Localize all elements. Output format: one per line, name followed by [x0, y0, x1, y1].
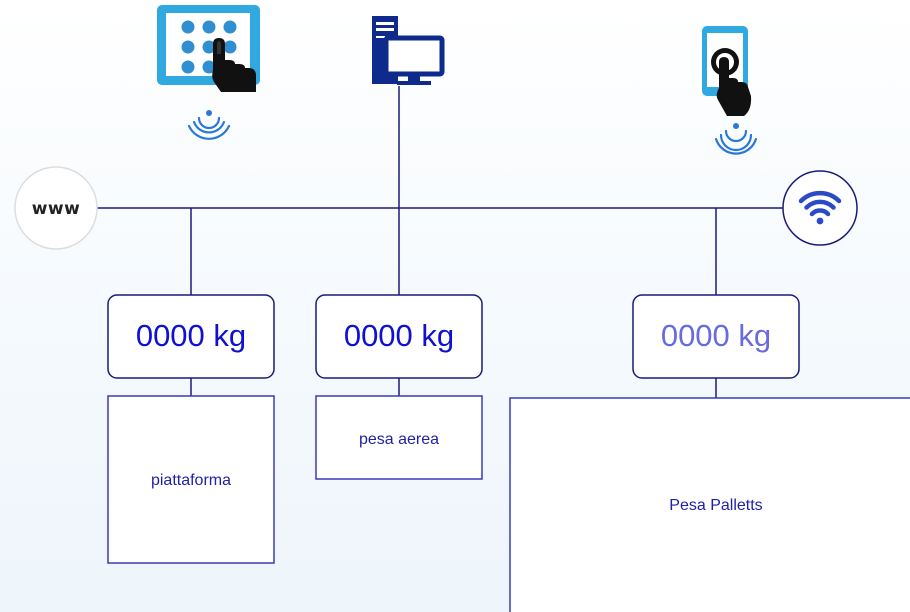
- station-pesa-aerea[interactable]: pesa aerea: [315, 395, 483, 480]
- internet-node[interactable]: www: [14, 166, 98, 250]
- tablet-wifi-signal-icon: [187, 116, 231, 140]
- scale-2-reading: 0000 kg: [344, 318, 454, 353]
- scale-display-3[interactable]: 0000 kg: [632, 294, 800, 379]
- wifi-node[interactable]: [782, 170, 858, 246]
- station-2-label: pesa aerea: [359, 431, 439, 448]
- scale-display-2[interactable]: 0000 kg: [315, 294, 483, 379]
- wifi-icon: [798, 190, 842, 217]
- station-pesa-palletts[interactable]: Pesa Palletts: [509, 397, 910, 612]
- scale-3-reading: 0000 kg: [661, 318, 771, 353]
- smartphone-device[interactable]: [702, 26, 758, 155]
- smartphone-wifi-signal-icon: [714, 129, 758, 155]
- tablet-touch-icon: [157, 5, 260, 92]
- station-piattaforma[interactable]: piattaforma: [107, 395, 275, 564]
- scale-1-reading: 0000 kg: [136, 318, 246, 353]
- www-globe-icon: [14, 166, 98, 250]
- desktop-computer-icon[interactable]: [372, 16, 445, 85]
- station-3-label: Pesa Palletts: [669, 497, 762, 514]
- internet-label: www: [32, 199, 81, 219]
- scale-display-1[interactable]: 0000 kg: [107, 294, 275, 379]
- station-1-label: piattaforma: [151, 472, 231, 489]
- smartphone-touch-icon: [702, 26, 752, 116]
- connection-lines: [97, 86, 783, 398]
- tablet-device[interactable]: [157, 5, 260, 140]
